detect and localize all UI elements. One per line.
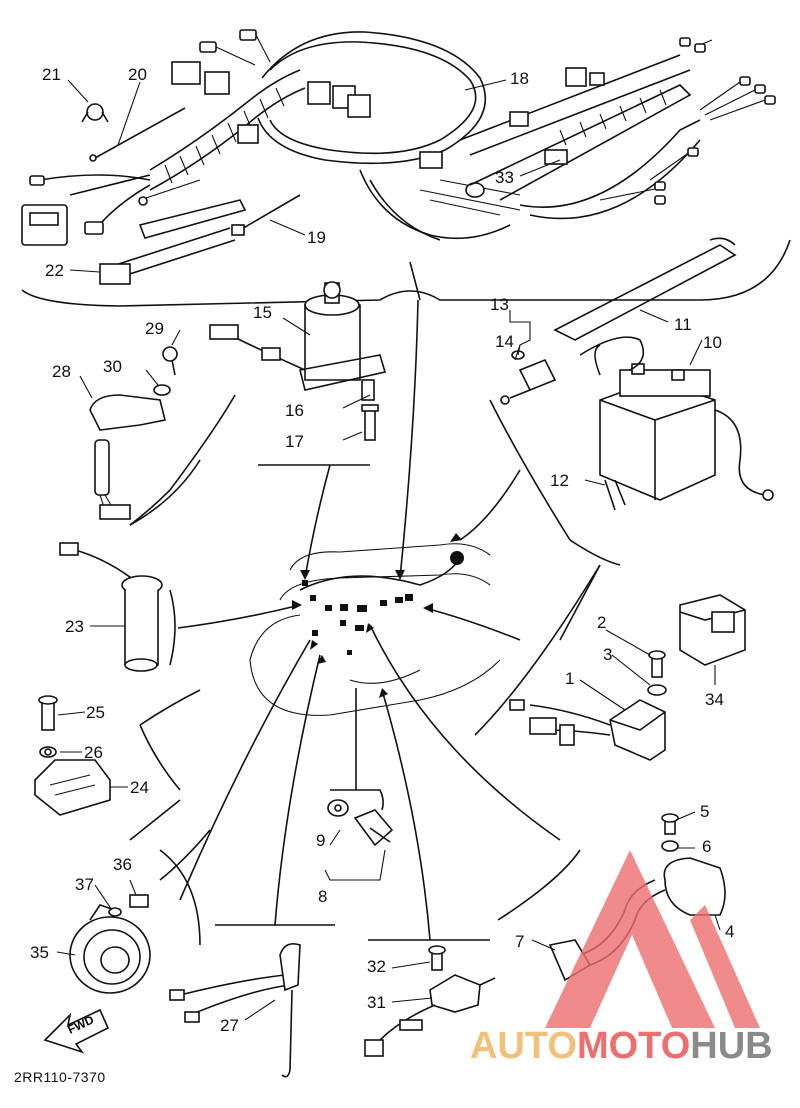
callout-3: 3 [603, 645, 612, 664]
section-dividers [129, 394, 621, 946]
frame-outline [249, 543, 501, 716]
callout-25: 25 [86, 703, 105, 722]
callout-19: 19 [307, 228, 326, 247]
callout-32: 32 [367, 957, 386, 976]
battery-drawing [500, 237, 774, 511]
callout-28: 28 [52, 362, 71, 381]
fwd-arrow: FWD [43, 1008, 110, 1054]
callout-23: 23 [65, 617, 84, 636]
part-23-drawing [59, 542, 176, 672]
callout-24: 24 [130, 778, 149, 797]
callout-2: 2 [597, 613, 606, 632]
watermark-text: AUTOMOTOHUB [470, 1025, 773, 1067]
connection-arrows [177, 299, 561, 941]
callout-22: 22 [45, 261, 64, 280]
callout-34: 34 [705, 690, 724, 709]
callout-35: 35 [30, 943, 49, 962]
callout-36: 36 [113, 855, 132, 874]
watermark-hub: HUB [690, 1025, 772, 1067]
left-upper-parts-drawing [89, 346, 178, 520]
drawing-code: 2RR110-7370 [14, 1069, 106, 1085]
callout-4: 4 [725, 922, 734, 941]
part-31-32-drawing [364, 945, 496, 1057]
callout-16: 16 [285, 401, 304, 420]
callout-17: 17 [285, 432, 304, 451]
callout-13: 13 [490, 295, 509, 314]
callout-11: 11 [674, 315, 692, 334]
main-switch-drawing [209, 281, 387, 441]
callout-15: 15 [253, 303, 272, 322]
callout-7: 7 [515, 932, 524, 951]
watermark-moto: MOTO [577, 1025, 690, 1067]
wire-harness-drawing [21, 29, 776, 285]
svg-text:AUTOMOTOHUB: AUTOMOTOHUB [470, 1025, 773, 1067]
top-section-bracket [21, 239, 791, 307]
part-27-drawing [169, 942, 301, 1078]
unit-group-right-drawing [509, 594, 746, 761]
callout-labels: 1 2 3 4 5 6 7 8 9 10 11 12 13 14 15 16 1… [30, 65, 734, 1035]
part-24-drawing [34, 695, 111, 816]
watermark-auto: AUTO [470, 1025, 577, 1067]
callout-37: 37 [75, 875, 94, 894]
part-8-9-drawing [327, 799, 394, 847]
callout-20: 20 [128, 65, 147, 84]
callout-18: 18 [510, 69, 529, 88]
watermark-logo [545, 850, 760, 1028]
callout-1: 1 [565, 669, 574, 688]
callout-leaders [56, 79, 721, 1021]
part-4-7-drawing [548, 813, 726, 982]
callout-31: 31 [367, 993, 386, 1012]
callout-21: 21 [42, 65, 61, 84]
callout-14: 14 [495, 332, 514, 351]
callout-9: 9 [316, 831, 325, 850]
callout-33: 33 [495, 168, 514, 187]
callout-10: 10 [703, 333, 722, 352]
callout-5: 5 [700, 802, 709, 821]
callout-29: 29 [145, 319, 164, 338]
callout-30: 30 [103, 357, 122, 376]
callout-26: 26 [84, 743, 103, 762]
callout-8: 8 [318, 887, 327, 906]
callout-6: 6 [702, 837, 711, 856]
callout-27: 27 [220, 1016, 239, 1035]
horn-drawing [69, 894, 151, 994]
callout-12: 12 [550, 471, 569, 490]
